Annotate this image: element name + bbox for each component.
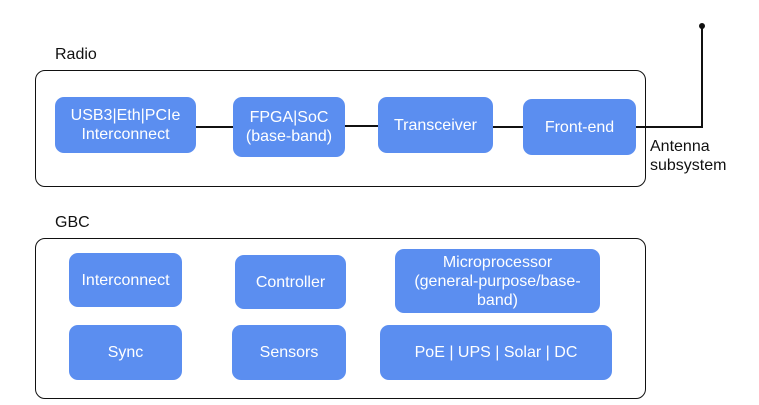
antenna-line [636,126,703,128]
antenna-mast [701,27,703,128]
gbc-group [35,238,646,399]
radio-group [35,70,646,187]
transceiver-block: Transceiver [378,97,493,153]
gbc-title: GBC [55,214,90,231]
sensors-block: Sensors [232,325,346,380]
power-block: PoE | UPS | Solar | DC [380,325,612,380]
connector-line [493,126,523,128]
usb-eth-pcie-block: USB3|Eth|PCIe Interconnect [55,97,196,153]
radio-title: Radio [55,46,97,63]
controller-block: Controller [235,255,346,309]
sync-block: Sync [69,325,182,380]
front-end-block: Front-end [523,99,636,155]
connector-line [196,126,233,128]
interconnect-block: Interconnect [69,253,182,307]
antenna-label: Antenna subsystem [650,138,727,174]
antenna-icon [699,23,705,29]
fpga-soc-block: FPGA|SoC (base-band) [233,97,345,157]
connector-line [345,125,378,127]
microprocessor-block: Microprocessor (general-purpose/base- ba… [395,249,600,313]
